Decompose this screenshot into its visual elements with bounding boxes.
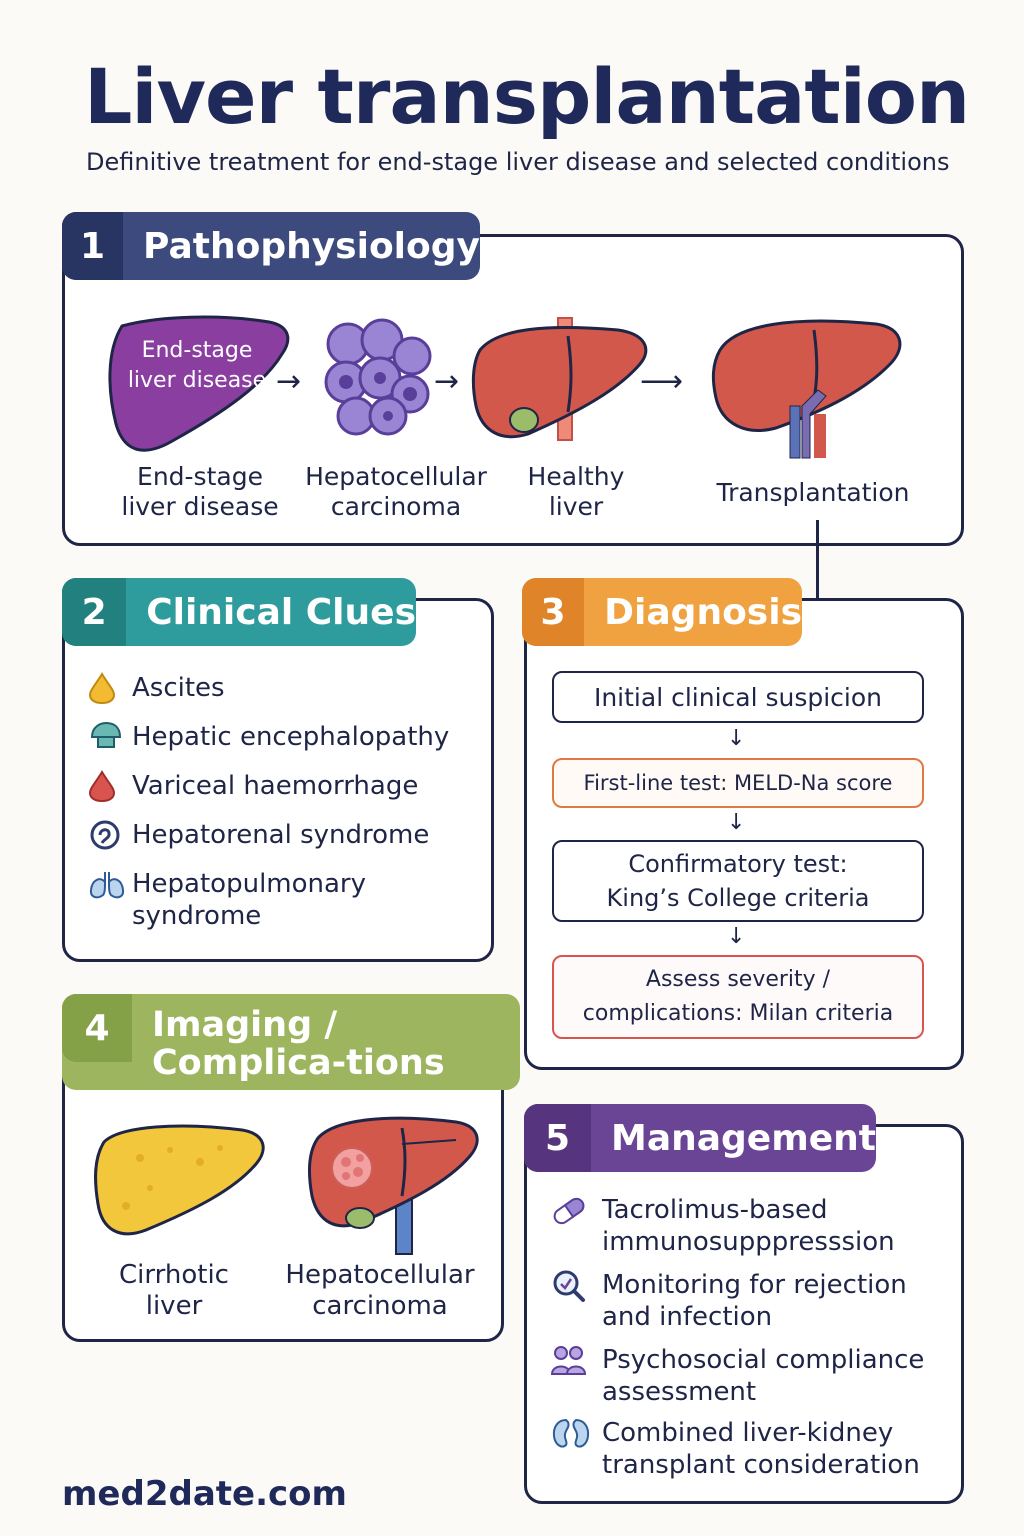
clue-hepatopulmonary-syndrome: Hepatopulmonary syndrome — [88, 868, 428, 932]
brain-icon — [88, 721, 132, 753]
section-number: 1 — [62, 212, 124, 280]
imaging-cirrhotic-liver: Cirrhotic liver — [119, 1260, 229, 1321]
page-title: Liver transplantation — [84, 52, 970, 141]
healthy-liver-icon — [471, 317, 648, 441]
clue-label: Hepatorenal syndrome — [132, 820, 430, 850]
management-psychosocial: Psychosocial compliance assessment — [550, 1344, 950, 1408]
footer-site[interactable]: med2date.com — [62, 1474, 347, 1514]
section-title: Clinical Clues — [146, 591, 416, 633]
section-title: Management — [611, 1117, 876, 1159]
section-title: Diagnosis — [604, 591, 802, 633]
management-tacrolimus: Tacrolimus-based immunosupppresssion — [550, 1194, 950, 1258]
diagnosis-step-initial-suspicion: Initial clinical suspicion — [552, 671, 924, 723]
section-title: Imaging / Complica-tions — [152, 1005, 445, 1083]
imaging-header: 4 Imaging / Complica-tions — [62, 994, 520, 1090]
diagnosis-step-confirmatory-test: Confirmatory test: King’s College criter… — [552, 840, 924, 922]
diagnosis-header: 3 Diagnosis — [522, 578, 802, 646]
diseased-liver-caption: End-stage liver disease — [127, 338, 267, 393]
section-number: 4 — [62, 994, 132, 1062]
kidneys-icon — [550, 1417, 602, 1451]
clue-label: Hepatopulmonary syndrome — [132, 869, 367, 931]
step-healthy-liver: Healthy liver — [527, 462, 625, 521]
diagnosis-step-first-line-test: First-line test: MELD-Na score — [552, 758, 924, 808]
section-number: 5 — [524, 1104, 591, 1172]
clue-label: Variceal haemorrhage — [132, 771, 419, 801]
clinical-clues-panel — [62, 598, 494, 962]
arrow-right-icon: → — [434, 364, 460, 399]
arrow-right-icon: ⟶ — [640, 364, 684, 399]
diagnosis-step-assess-severity: Assess severity / complications: Milan c… — [552, 955, 924, 1039]
step-end-stage-liver-disease: End-stage liver disease — [121, 462, 279, 521]
blood-drop-icon — [88, 770, 132, 802]
clue-hepatic-encephalopathy: Hepatic encephalopathy — [88, 721, 449, 753]
clue-hepatorenal-syndrome: Hepatorenal syndrome — [88, 819, 429, 851]
imaging-hepatocellular-carcinoma: Hepatocellular carcinoma — [285, 1260, 475, 1321]
management-label: Tacrolimus-based immunosupppresssion — [602, 1195, 895, 1257]
people-icon — [550, 1344, 602, 1378]
management-monitoring: Monitoring for rejection and infection — [550, 1269, 950, 1333]
management-label: Combined liver-kidney transplant conside… — [602, 1418, 920, 1480]
diseased-liver-icon — [108, 315, 290, 452]
clue-variceal-haemorrhage: Variceal haemorrhage — [88, 770, 418, 802]
kidney-cycle-icon — [88, 819, 132, 851]
clue-label: Ascites — [132, 673, 225, 703]
connector-line — [816, 520, 819, 600]
lungs-icon — [88, 868, 132, 900]
section-number: 2 — [62, 578, 127, 646]
clinical-clues-header: 2 Clinical Clues — [62, 578, 416, 646]
section-title: Pathophysiology — [143, 225, 480, 267]
management-combined-transplant: Combined liver-kidney transplant conside… — [550, 1417, 950, 1481]
clue-label: Hepatic encephalopathy — [132, 722, 450, 752]
section-number: 3 — [522, 578, 585, 646]
drop-icon — [88, 672, 132, 704]
transplant-liver-icon — [711, 319, 902, 459]
arrow-right-icon: → — [276, 364, 302, 399]
management-header: 5 Management — [524, 1104, 876, 1172]
management-panel — [524, 1124, 964, 1504]
management-label: Monitoring for rejection and infection — [602, 1270, 907, 1332]
step-transplantation: Transplantation — [716, 478, 910, 507]
arrow-down-icon: ↓ — [727, 726, 746, 751]
arrow-down-icon: ↓ — [727, 924, 746, 949]
pill-icon — [550, 1194, 602, 1228]
magnifier-icon — [550, 1269, 602, 1303]
cirrhotic-liver-icon — [94, 1124, 265, 1236]
clue-ascites: Ascites — [88, 672, 225, 704]
arrow-down-icon: ↓ — [727, 810, 746, 835]
pathophysiology-header: 1 Pathophysiology — [62, 212, 480, 280]
hcc-liver-icon — [308, 1116, 479, 1255]
page-subtitle: Definitive treatment for end-stage liver… — [86, 148, 950, 176]
management-label: Psychosocial compliance assessment — [602, 1345, 925, 1407]
cell-cluster-icon — [324, 318, 432, 436]
step-hepatocellular-carcinoma: Hepatocellular carcinoma — [305, 462, 487, 521]
